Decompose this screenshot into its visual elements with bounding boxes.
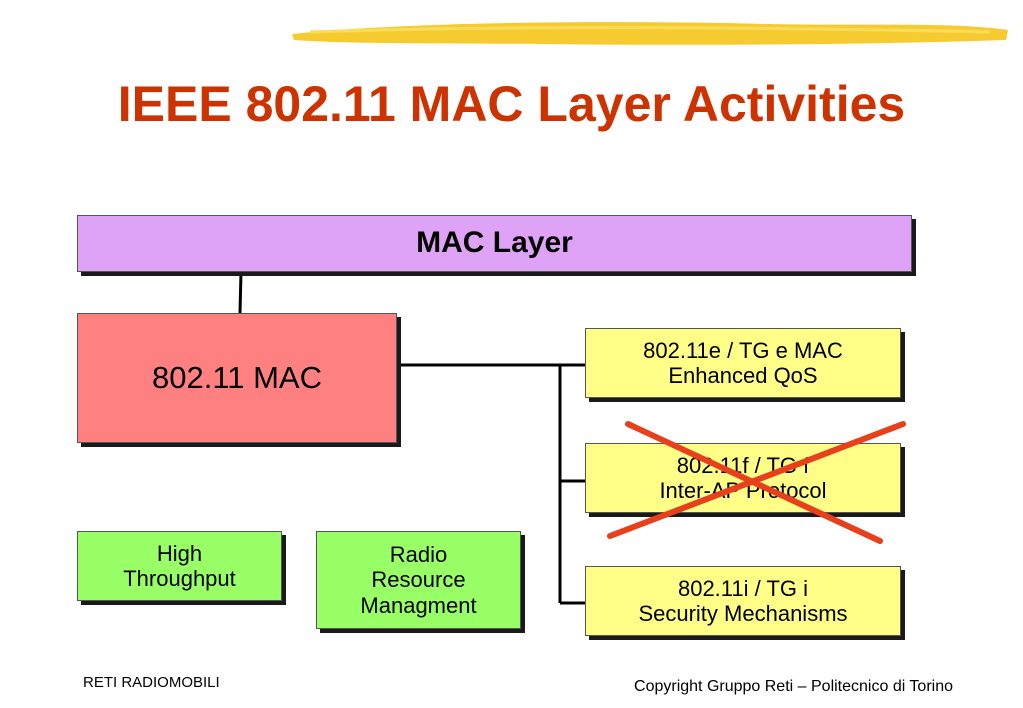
task-group-f-box: 802.11f / TG f Inter-AP Protocol (585, 443, 901, 513)
decorative-yellow-stroke (292, 22, 1008, 45)
mac-layer-box: MAC Layer (77, 215, 912, 272)
radio-resource-line2: Resource (371, 567, 466, 593)
task-group-f-title: 802.11f / TG f (676, 452, 810, 478)
page-title: IEEE 802.11 MAC Layer Activities (117, 76, 906, 132)
task-group-e-box: 802.11e / TG e MAC Enhanced QoS (585, 328, 901, 398)
radio-resource-line1: Radio (389, 542, 448, 568)
task-group-e-title: 802.11e / TG e MAC (643, 337, 843, 363)
task-group-i-box: 802.11i / TG i Security Mechanisms (585, 566, 901, 636)
radio-resource-box: Radio Resource Managment (316, 531, 521, 629)
task-group-i-subtitle: Security Mechanisms (638, 601, 848, 626)
mac-layer-label: MAC Layer (416, 226, 573, 260)
task-group-e-subtitle: Enhanced QoS (668, 363, 818, 388)
task-group-i-title: 802.11i / TG i (677, 575, 809, 601)
mac-80211-label: 802.11 MAC (151, 360, 322, 396)
high-throughput-line1: High (156, 540, 203, 566)
footer-copyright: Copyright Gruppo Reti – Politecnico di T… (634, 678, 953, 695)
mac-80211-box: 802.11 MAC (77, 313, 397, 443)
footer-course-name: RETI RADIOMOBILI (83, 674, 220, 691)
task-group-f-subtitle: Inter-AP Protocol (659, 478, 827, 503)
high-throughput-box: High Throughput (77, 531, 282, 601)
radio-resource-line3: Managment (360, 592, 477, 618)
high-throughput-line2: Throughput (123, 566, 236, 591)
